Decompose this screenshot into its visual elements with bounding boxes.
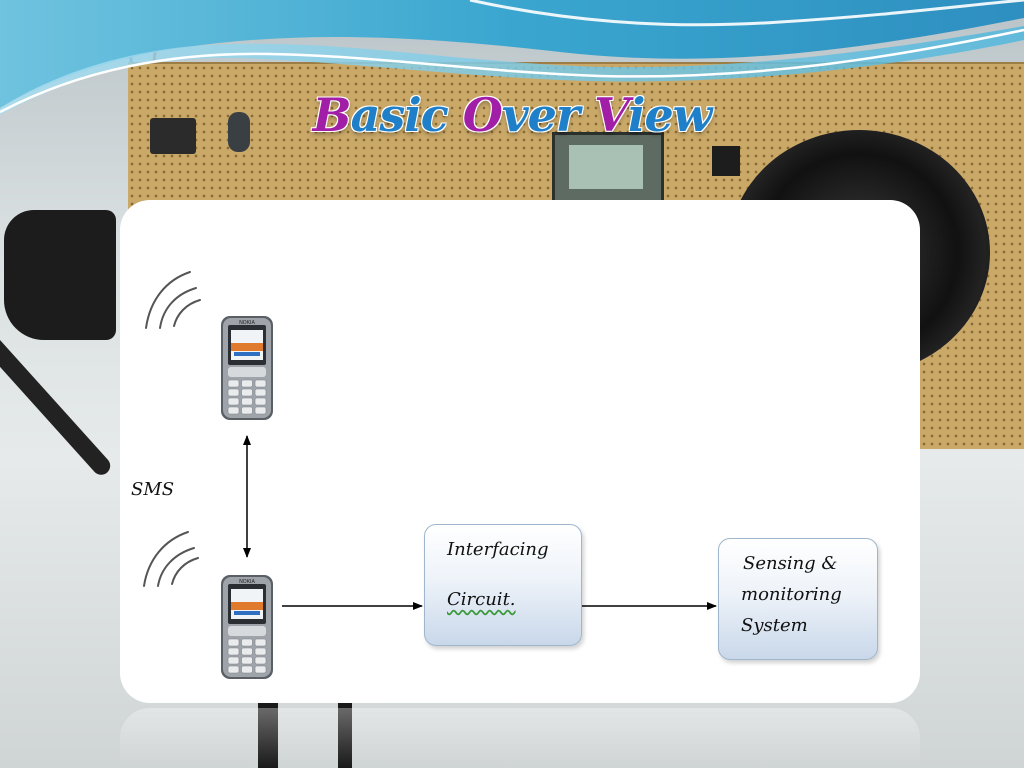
ic-chip (712, 146, 740, 176)
block-label-line: Sensing & (743, 553, 838, 574)
power-plug (4, 210, 116, 340)
title-letter: O (462, 88, 503, 142)
mobile-phone-icon: NOKIA (221, 316, 273, 420)
interfacing-circuit-block: Interfacing Circuit. (424, 524, 582, 646)
signal-waves-icon (143, 531, 199, 587)
sensing-monitoring-block: Sensing & monitoring System (718, 538, 878, 660)
phone-brand-label: NOKIA (239, 579, 255, 585)
sms-label: SMS (131, 479, 175, 500)
card-reflection (120, 708, 920, 768)
cable (338, 700, 352, 768)
lcd-display (552, 132, 664, 208)
page-title: Basic Over View (0, 88, 1024, 142)
block-label-line: monitoring (741, 584, 842, 605)
title-segment: iew (627, 88, 712, 142)
block-label-line: Circuit. (447, 589, 516, 610)
voltage-regulator (150, 118, 196, 154)
title-letter: V (594, 88, 629, 142)
phone-brand-label: NOKIA (239, 320, 255, 326)
title-segment: ver (501, 88, 595, 142)
block-label-line: Interfacing (447, 539, 549, 560)
cable (258, 700, 278, 768)
mobile-phone-icon: NOKIA (221, 575, 273, 679)
header-swoosh (0, 0, 1024, 115)
block-label-line: System (741, 615, 808, 636)
capacitor (228, 112, 250, 152)
signal-waves-icon (145, 271, 201, 329)
title-segment: asic (350, 88, 463, 142)
title-letter: B (312, 88, 352, 142)
